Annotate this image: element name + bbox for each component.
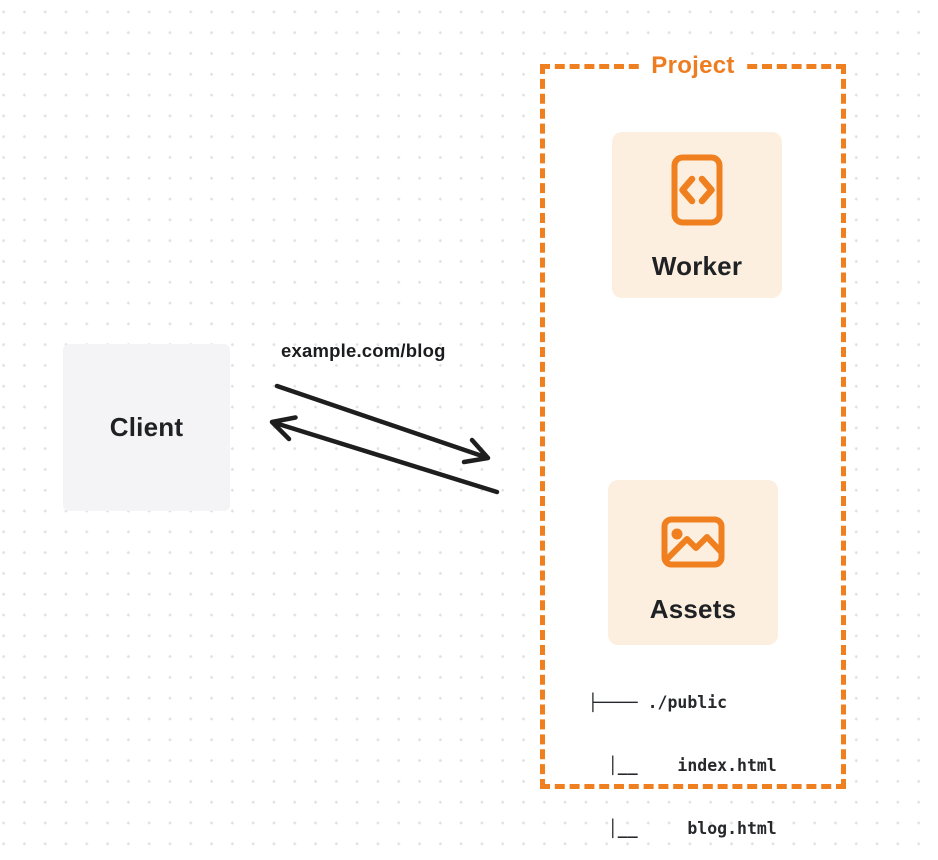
request-url-label: example.com/blog — [281, 340, 446, 361]
file-tree-line: │__ index.html — [588, 756, 777, 775]
file-tree-line: ├──── ./public — [588, 693, 728, 712]
assets-node: Assets — [608, 480, 778, 645]
response-arrow — [269, 415, 500, 495]
worker-label: Worker — [651, 251, 743, 281]
worker-node: Worker — [612, 132, 782, 298]
code-file-icon — [671, 154, 723, 226]
client-node: Client — [63, 344, 230, 511]
image-icon — [661, 516, 725, 568]
client-label: Client — [109, 412, 184, 442]
file-tree-line: │__ blog.html — [588, 819, 777, 838]
assets-file-tree: ├──── ./public │__ index.html │__ blog.h… — [588, 650, 777, 860]
assets-label: Assets — [649, 594, 737, 624]
request-arrow — [274, 383, 491, 465]
project-label: Project — [641, 52, 745, 80]
request-response-arrows — [269, 383, 500, 495]
